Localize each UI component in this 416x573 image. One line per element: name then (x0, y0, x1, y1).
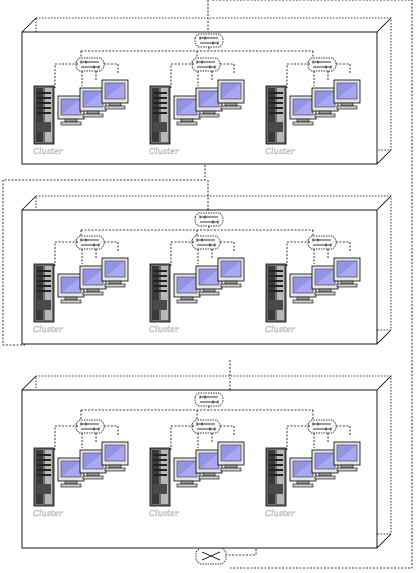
server-tower-icon (149, 447, 171, 507)
server-tower-icon (265, 85, 287, 145)
monitor-icon (289, 457, 317, 488)
cluster-link (54, 425, 78, 450)
network-hub-icon (75, 235, 105, 250)
network-hub-icon (307, 419, 337, 434)
cluster-link (286, 241, 310, 266)
cluster-1-2: Cluster (149, 57, 245, 156)
monitor-icon (311, 87, 339, 118)
level-3: Cluster Cluster Cluster (21, 375, 392, 549)
cluster-caption: Cluster (33, 509, 64, 518)
monitor-icon (311, 265, 339, 296)
cluster-link (170, 241, 194, 266)
cluster-link (104, 241, 119, 251)
monitor-icon (333, 441, 361, 472)
cluster-caption: Cluster (265, 147, 296, 156)
server-tower-icon (149, 263, 171, 323)
cluster-2-3: Cluster (265, 235, 361, 334)
server-tower-icon (33, 85, 55, 145)
level-2: Cluster Cluster Cluster (21, 195, 392, 345)
cluster-link (220, 425, 235, 435)
monitor-icon (57, 273, 85, 304)
monitor-icon (333, 79, 361, 110)
network-hub-icon (194, 392, 224, 407)
cluster-caption: Cluster (149, 509, 180, 518)
cluster-caption: Cluster (265, 509, 296, 518)
monitor-icon (173, 273, 201, 304)
monitor-icon (101, 79, 129, 110)
cluster-link (336, 425, 351, 435)
cluster-link (220, 241, 235, 251)
cluster-link (336, 63, 351, 73)
cluster-caption: Cluster (149, 325, 180, 334)
cluster-link (104, 63, 119, 73)
cluster-link (286, 425, 310, 450)
network-hub-icon (307, 235, 337, 250)
monitor-icon (101, 257, 129, 288)
monitor-icon (311, 449, 339, 480)
cluster-caption: Cluster (149, 147, 180, 156)
cluster-link (336, 241, 351, 251)
monitor-icon (195, 265, 223, 296)
cluster-link (286, 63, 310, 88)
monitor-icon (195, 87, 223, 118)
server-tower-icon (149, 85, 171, 145)
monitor-icon (217, 79, 245, 110)
monitor-icon (79, 265, 107, 296)
cluster-link (54, 63, 78, 88)
cluster-link (170, 63, 194, 88)
network-hub-icon (75, 57, 105, 72)
cluster-3-3: Cluster (265, 419, 361, 518)
cluster-link (220, 63, 235, 73)
cluster-link (170, 425, 194, 450)
server-tower-icon (33, 447, 55, 507)
monitor-icon (79, 449, 107, 480)
network-hub-icon (194, 212, 224, 227)
server-tower-icon (33, 263, 55, 323)
monitor-icon (333, 257, 361, 288)
cluster-caption: Cluster (265, 325, 296, 334)
monitor-icon (217, 441, 245, 472)
monitor-icon (289, 273, 317, 304)
cluster-link (104, 425, 119, 435)
monitor-icon (101, 441, 129, 472)
network-hub-icon (75, 419, 105, 434)
cluster-caption: Cluster (33, 147, 64, 156)
monitor-icon (173, 95, 201, 126)
monitor-icon (79, 87, 107, 118)
cluster-link (54, 241, 78, 266)
server-tower-icon (265, 447, 287, 507)
level-1: Cluster Cluster Cluster (21, 17, 392, 165)
server-tower-icon (265, 263, 287, 323)
monitor-icon (217, 257, 245, 288)
network-hub-icon (194, 33, 224, 48)
monitor-icon (173, 457, 201, 488)
network-hub-icon (191, 57, 221, 72)
cluster-2-2: Cluster (149, 235, 245, 334)
network-hub-icon (307, 57, 337, 72)
cluster-caption: Cluster (33, 325, 64, 334)
cluster-3-2: Cluster (149, 419, 245, 518)
cluster-1-3: Cluster (265, 57, 361, 156)
network-hub-icon (191, 419, 221, 434)
cluster-3-1: Cluster (33, 419, 129, 518)
network-hub-icon (191, 235, 221, 250)
cluster-2-1: Cluster (33, 235, 129, 334)
cluster-1-1: Cluster (33, 57, 129, 156)
router-icon (195, 547, 227, 565)
